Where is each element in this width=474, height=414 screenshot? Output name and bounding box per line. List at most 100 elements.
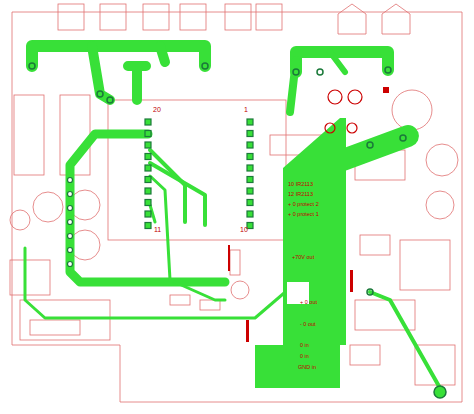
component-box xyxy=(225,4,251,30)
ic-pin xyxy=(247,165,253,171)
copper-pours xyxy=(255,118,346,388)
ic-pin xyxy=(145,211,151,217)
net-label: + 0 protect 1 xyxy=(288,212,319,218)
pin-number: 10 xyxy=(240,226,248,233)
trace xyxy=(330,52,345,72)
pad xyxy=(68,192,73,197)
ic-pin xyxy=(247,223,253,229)
trace xyxy=(160,46,165,62)
ic-pin xyxy=(247,200,253,206)
net-label: GND in xyxy=(298,365,316,371)
pin-number: 1 xyxy=(244,106,248,113)
capacitor xyxy=(33,192,63,222)
component-box xyxy=(400,240,450,290)
ic-pin xyxy=(145,131,151,137)
ic-pin xyxy=(145,223,151,229)
net-label: 0 in xyxy=(300,354,309,360)
component-box xyxy=(30,320,80,335)
net-label: + 0 protect 2 xyxy=(288,202,319,208)
ic-pin xyxy=(145,188,151,194)
pin-number: 20 xyxy=(153,106,161,113)
trace xyxy=(296,52,388,72)
trace xyxy=(343,136,408,160)
pin-number: 11 xyxy=(154,226,161,233)
pad xyxy=(29,63,35,69)
trace xyxy=(92,46,110,100)
component-box xyxy=(360,235,390,255)
net-label: 12 IR2113 xyxy=(288,192,313,198)
pad xyxy=(367,289,373,295)
connector-pin xyxy=(325,123,335,133)
component-outlines xyxy=(10,4,462,402)
trace xyxy=(150,176,225,300)
ic-pin xyxy=(145,177,151,183)
pad xyxy=(68,234,73,239)
net-label: 0 in xyxy=(300,343,309,349)
component-box xyxy=(180,4,206,30)
ic-pin xyxy=(247,211,253,217)
trace xyxy=(150,163,205,225)
pad xyxy=(434,386,446,398)
ic-pin xyxy=(247,131,253,137)
led-symbol xyxy=(383,87,389,93)
net-label: +70V out xyxy=(292,255,314,261)
component-box xyxy=(100,4,126,30)
ic-pin xyxy=(145,200,151,206)
connector-pin xyxy=(348,90,362,104)
capacitor xyxy=(426,191,454,219)
pad xyxy=(68,262,73,267)
trace xyxy=(370,292,440,388)
capacitor xyxy=(392,90,432,130)
ic-pin xyxy=(145,165,151,171)
board-outline xyxy=(12,12,462,402)
ic-pin xyxy=(247,188,253,194)
resistor-symbol xyxy=(246,320,249,342)
pad xyxy=(293,69,299,75)
component-box xyxy=(58,4,84,30)
ic-pin xyxy=(145,142,151,148)
copper-traces xyxy=(25,46,440,388)
pad xyxy=(68,248,73,253)
pad xyxy=(68,220,73,225)
pad xyxy=(202,63,208,69)
trace xyxy=(32,46,205,66)
component-box xyxy=(14,95,44,175)
component-box xyxy=(382,4,410,34)
red-marks xyxy=(228,87,389,342)
pad xyxy=(68,206,73,211)
component-box xyxy=(350,345,380,365)
ic-pin xyxy=(247,154,253,160)
pad xyxy=(400,135,406,141)
pad xyxy=(385,67,391,73)
trace xyxy=(25,248,300,318)
component-box xyxy=(143,4,169,30)
capacitor xyxy=(426,144,458,176)
fuse-holders xyxy=(325,90,362,133)
pad xyxy=(97,91,103,97)
resistor-symbol xyxy=(228,245,230,271)
ic-pins xyxy=(68,119,254,267)
connector-pin xyxy=(347,123,357,133)
trace xyxy=(128,66,146,100)
net-label: 10 IR2113 xyxy=(288,182,313,188)
ic-outline xyxy=(108,100,286,240)
net-label: - 0 out xyxy=(300,322,316,328)
ic-pin xyxy=(247,177,253,183)
trace xyxy=(290,60,296,112)
capacitor xyxy=(231,281,249,299)
trace xyxy=(70,134,225,282)
resistor-symbol xyxy=(230,250,240,275)
component-box xyxy=(338,4,366,34)
pad xyxy=(107,97,113,103)
ic-pin xyxy=(145,154,151,160)
resistor-symbol xyxy=(170,295,190,305)
capacitor xyxy=(10,210,30,230)
pad-rings xyxy=(29,63,406,295)
pad xyxy=(367,142,373,148)
component-box xyxy=(10,260,50,295)
ground-pour xyxy=(255,118,346,388)
resistor-symbol xyxy=(350,270,353,292)
pad xyxy=(317,69,323,75)
component-box xyxy=(256,4,282,30)
